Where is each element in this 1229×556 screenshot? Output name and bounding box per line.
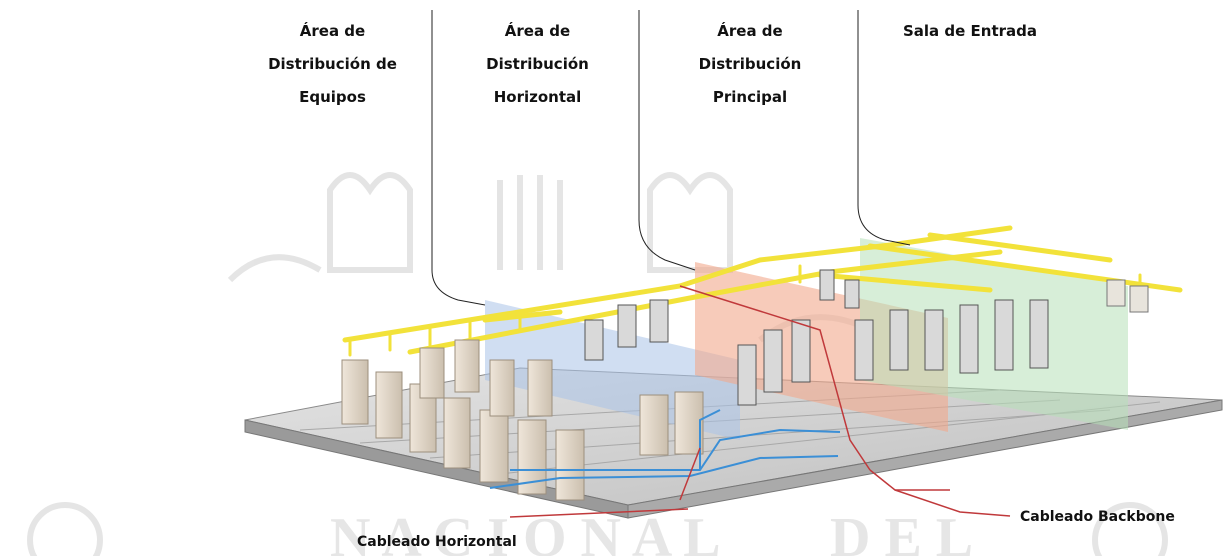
rack xyxy=(527,359,553,417)
er-label-line-1: Sala de Entrada xyxy=(902,22,1038,40)
rack xyxy=(959,304,979,374)
rack xyxy=(419,347,445,399)
rack xyxy=(994,299,1014,371)
rack xyxy=(617,304,637,348)
mda-label: Área de Distribución Principal xyxy=(680,15,820,114)
backbone-cabling xyxy=(509,285,1011,518)
hda-label-line-3: Horizontal xyxy=(493,88,582,106)
hda-label-line-2: Distribución xyxy=(486,55,589,73)
rack xyxy=(819,269,835,301)
rack xyxy=(1029,299,1049,369)
mda-label-line-1: Área de xyxy=(717,22,783,40)
label-leader-lines xyxy=(431,10,911,306)
er-label: Sala de Entrada xyxy=(900,15,1040,48)
eda-label: Área de Distribución de Equipos xyxy=(260,15,405,114)
mda-label-line-3: Principal xyxy=(712,88,788,106)
network-racks xyxy=(584,269,1049,406)
rack xyxy=(854,319,874,381)
watermark-word: N A C I O N A L xyxy=(330,507,721,556)
rack xyxy=(674,391,704,455)
cable-tray xyxy=(342,225,1183,357)
hda-label: Área de Distribución Horizontal xyxy=(470,15,605,114)
rack xyxy=(341,359,369,425)
rack xyxy=(375,371,403,439)
eda-label-line-3: Equipos xyxy=(299,88,366,106)
rack xyxy=(924,309,944,371)
rack xyxy=(443,397,471,469)
rack xyxy=(844,279,860,309)
eda-label-line-2: Distribución de xyxy=(268,55,397,73)
horizontal-cabling-label: Cableado Horizontal xyxy=(357,534,517,550)
wall-box xyxy=(1106,279,1126,307)
watermark-text: N A C I O N A L D E L xyxy=(330,507,973,556)
rack xyxy=(763,329,783,393)
rack xyxy=(791,319,811,383)
rack xyxy=(649,299,669,343)
rack xyxy=(889,309,909,371)
rack xyxy=(639,394,669,456)
backbone-cabling-label: Cableado Backbone xyxy=(1020,509,1175,525)
entrance-wall-boxes xyxy=(1106,279,1149,313)
eda-label-line-1: Área de xyxy=(299,22,366,40)
mda-label-line-2: Distribución xyxy=(698,55,802,73)
rack xyxy=(584,319,604,361)
watermark-word: D E L xyxy=(830,507,973,556)
hda-label-line-1: Área de xyxy=(504,22,571,40)
wall-box xyxy=(1129,285,1149,313)
rack xyxy=(555,429,585,501)
rack xyxy=(737,344,757,406)
rack xyxy=(489,359,515,417)
rack xyxy=(454,339,480,393)
rack xyxy=(479,409,509,483)
eda-racks xyxy=(341,339,704,501)
